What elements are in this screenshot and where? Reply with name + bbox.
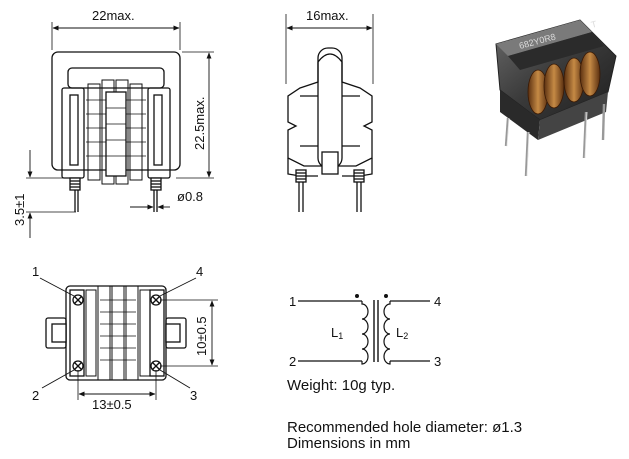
side-width-label: 16max. <box>306 8 349 23</box>
pin-diameter-label: ø0.8 <box>177 189 203 204</box>
schematic <box>298 294 430 365</box>
part-marking-suffix: T <box>590 19 598 30</box>
copper-windings <box>527 51 601 115</box>
pin-label-3: 3 <box>190 388 197 403</box>
schematic-pin-4: 4 <box>434 294 441 309</box>
inductor-l1-coil <box>361 301 369 365</box>
side-pins <box>295 169 365 212</box>
product-pins <box>504 103 606 177</box>
units-note: Dimensions in mm <box>287 435 411 452</box>
pin-label-4: 4 <box>196 264 203 279</box>
front-width-label: 22max. <box>92 8 135 23</box>
schematic-pin-1: 1 <box>289 294 296 309</box>
side-view <box>285 14 374 212</box>
front-view <box>26 22 214 238</box>
schematic-pin-2: 2 <box>289 354 296 369</box>
bottom-width-label: 13±0.5 <box>92 397 132 412</box>
pin-label-2: 2 <box>32 388 39 403</box>
bottom-height-label: 10±0.5 <box>194 316 209 356</box>
inductor-l2-coil <box>383 301 391 365</box>
weight-note: Weight: 10g typ. <box>287 377 396 394</box>
front-height-label: 22.5max. <box>192 97 207 150</box>
schematic-pin-3: 3 <box>434 354 441 369</box>
bottom-view <box>39 277 218 400</box>
inductor-l1-label: L1 <box>331 325 343 341</box>
pin-label-1: 1 <box>32 264 39 279</box>
product-photo: 682Y0R8 T <box>495 19 617 177</box>
inductor-l2-label: L2 <box>396 325 408 341</box>
pin-length-label: 3.5±1 <box>12 194 27 226</box>
hole-diameter-note: Recommended hole diameter: ø1.3 <box>287 419 523 436</box>
